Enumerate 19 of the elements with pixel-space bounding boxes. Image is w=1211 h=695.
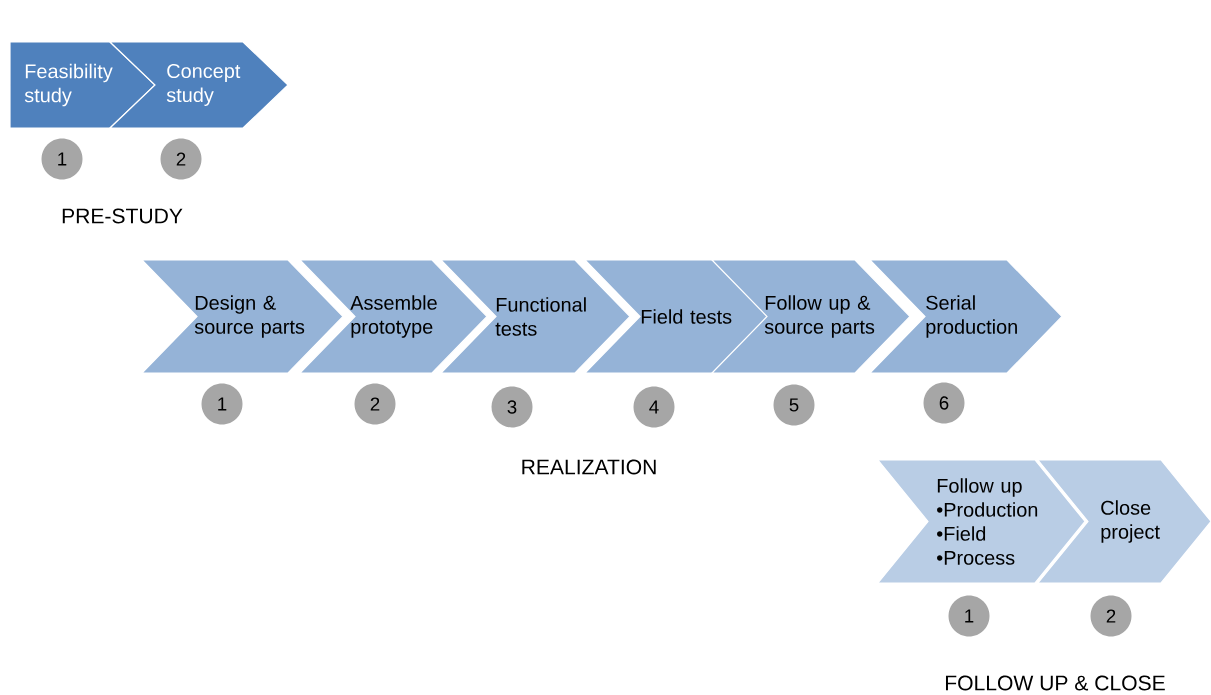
step-number: 6: [923, 382, 965, 424]
step-number: 1: [948, 595, 990, 637]
step-number: 2: [354, 383, 396, 425]
step-number: 2: [160, 138, 202, 180]
process-step: Design & source parts: [140, 259, 344, 374]
step-number: 1: [41, 138, 83, 180]
process-step: Feasibility study: [9, 41, 156, 129]
stage-title: PRE-STUDY: [62, 208, 183, 224]
step-number: 5: [773, 384, 815, 426]
step-number: 4: [633, 386, 675, 428]
stage-title: FOLLOW UP & CLOSE: [946, 675, 1165, 691]
step-number: 3: [491, 386, 533, 428]
node-label: Close project: [1101, 500, 1160, 543]
process-step: Functional tests: [439, 259, 631, 374]
step-number: 1: [201, 383, 243, 425]
step-number: 2: [1090, 595, 1132, 637]
process-step: Close project: [1036, 459, 1211, 584]
process-step: Follow up •Production •Field •Process: [876, 459, 1086, 584]
stage-title: REALIZATION: [522, 459, 656, 475]
